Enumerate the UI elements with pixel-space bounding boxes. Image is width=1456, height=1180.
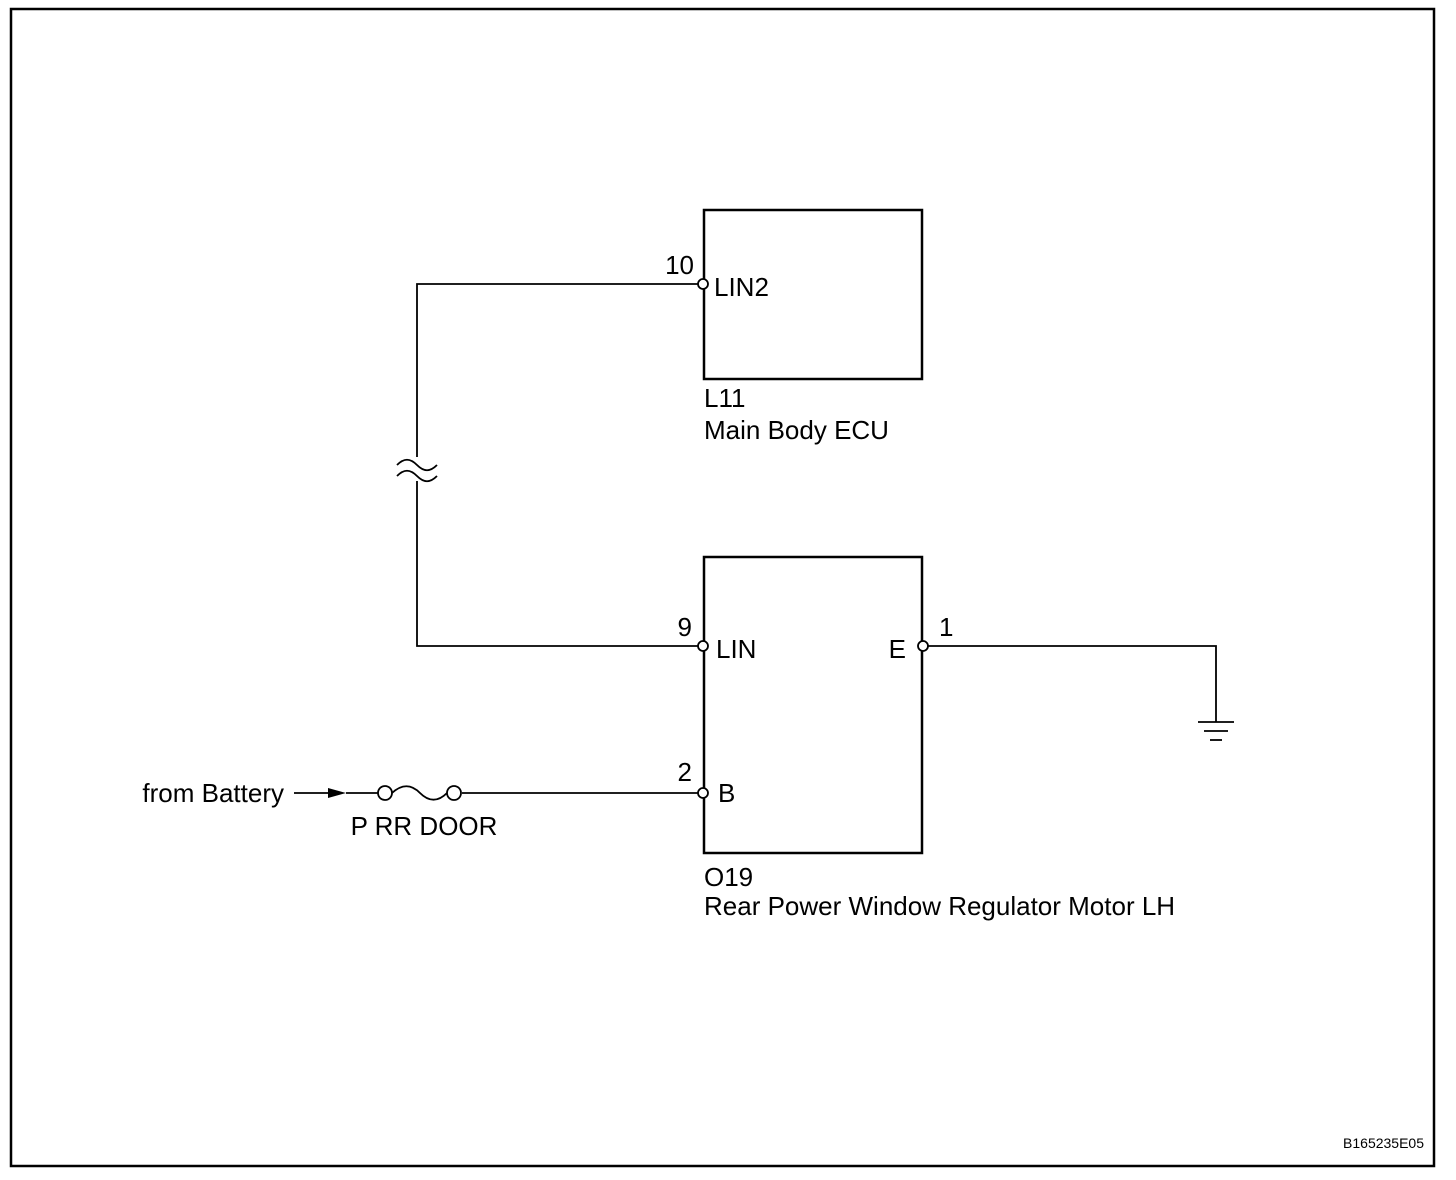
motor-pin-1-terminal: [917, 640, 929, 652]
fuse-icon: [377, 785, 462, 801]
motor-box: [702, 555, 924, 855]
motor-pin-2-terminal: [697, 787, 709, 799]
ground-wire: [928, 645, 1217, 722]
motor-id: O19: [704, 862, 753, 892]
motor-pin-2-name: B: [718, 778, 735, 808]
diagram-frame: [9, 7, 1436, 1168]
ground-icon: [1198, 721, 1234, 741]
battery-source-label: from Battery: [142, 778, 284, 808]
ecu-name: Main Body ECU: [704, 415, 889, 445]
figure-code: B165235E05: [1343, 1135, 1424, 1151]
motor-pin-1-number: 1: [939, 612, 953, 642]
ecu-box: [702, 208, 924, 381]
arrow-right-icon: [328, 788, 346, 798]
motor-pin-9-number: 9: [678, 612, 692, 642]
fuse-label: P RR DOOR: [351, 811, 498, 841]
motor-pin-1-name: E: [889, 634, 906, 664]
ecu-id: L11: [704, 383, 745, 413]
lin-wire: [416, 283, 698, 647]
motor-pin-9-terminal: [697, 640, 709, 652]
motor-pin-9-name: LIN: [716, 634, 756, 664]
wavy-break-icon: [396, 458, 438, 483]
ecu-pin-10-terminal: [697, 278, 709, 290]
battery-feed-wire: [294, 788, 698, 798]
ecu-pin-10-name: LIN2: [714, 272, 769, 302]
motor-name: Rear Power Window Regulator Motor LH: [704, 891, 1175, 921]
motor-pin-2-number: 2: [678, 757, 692, 787]
ecu-pin-10-number: 10: [665, 250, 694, 280]
